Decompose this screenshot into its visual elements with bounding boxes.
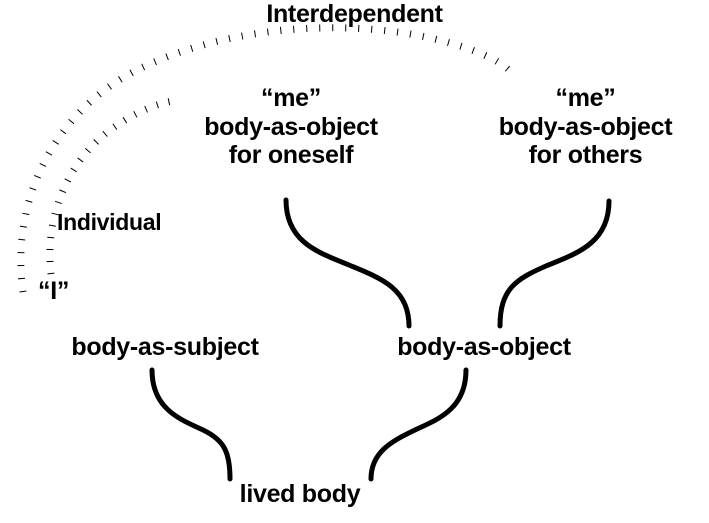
node-me-for-others: “me” body-as-object for others (462, 84, 709, 170)
connector-body-object-to-lived-body (368, 367, 469, 482)
node-me-for-oneself-line1: “me” (261, 84, 321, 112)
label-interdependent: Interdependent (266, 0, 443, 28)
node-i-pronoun: “I” (38, 277, 70, 305)
label-individual: Individual (57, 209, 162, 235)
node-me-for-oneself: “me” body-as-object for oneself (160, 84, 422, 170)
node-me-for-oneself-line2: body-as-object (204, 112, 378, 141)
node-lived-body: lived body (239, 480, 361, 508)
connector-body-subject-to-lived-body (149, 367, 233, 482)
node-me-for-others-line3: for others (528, 141, 643, 169)
node-me-for-oneself-line3: for oneself (228, 141, 354, 169)
node-me-for-others-line2: body-as-object (498, 112, 673, 141)
node-body-as-subject: body-as-subject (71, 333, 259, 361)
node-me-for-others-line1: “me” (555, 84, 616, 112)
dotted-arc-individual (46, 97, 174, 275)
connector-me-oneself-to-body-object (283, 197, 412, 329)
node-body-as-object: body-as-object (397, 333, 571, 361)
connector-me-others-to-body-object (497, 198, 612, 329)
